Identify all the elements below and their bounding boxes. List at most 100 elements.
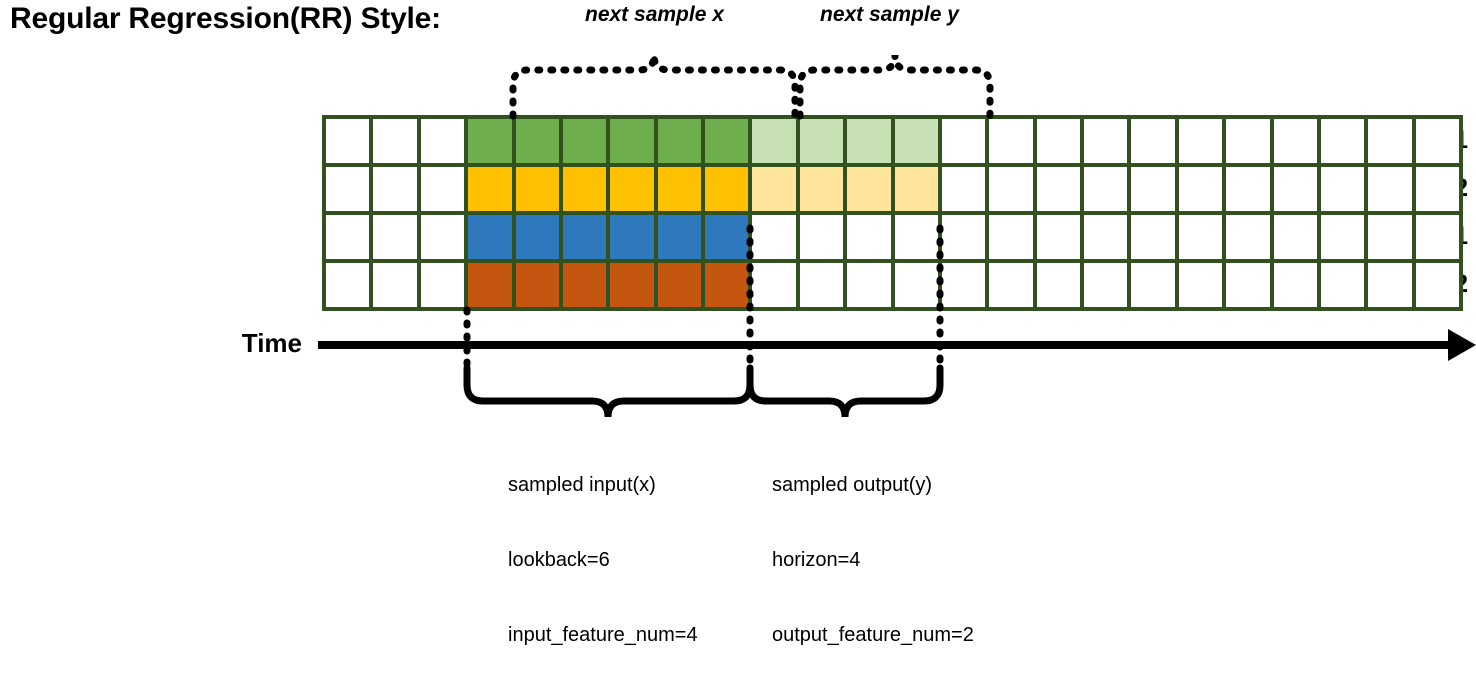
brace-sampled-output <box>746 364 944 418</box>
grid-cell <box>515 167 559 211</box>
grid-cell <box>610 167 654 211</box>
grid-cell <box>657 263 701 307</box>
grid-cell <box>1368 167 1412 211</box>
grid-cell <box>373 263 417 307</box>
grid-cell <box>799 167 844 211</box>
grid-cell <box>326 215 370 259</box>
grid-cell <box>420 119 465 163</box>
grid-cell <box>799 119 844 163</box>
grid-cell <box>1273 119 1317 163</box>
grid-cell <box>562 167 607 211</box>
grid-cell <box>989 263 1033 307</box>
note-sampled-input-line1: sampled input(x) <box>508 474 656 496</box>
grid-cell <box>1320 167 1365 211</box>
timeseries-grid <box>322 115 1463 311</box>
grid-cell <box>705 215 749 259</box>
grid-cell <box>1226 263 1270 307</box>
grid-cell <box>1226 167 1270 211</box>
grid-cell <box>562 215 607 259</box>
grid-cell <box>894 263 938 307</box>
grid-cell <box>989 119 1033 163</box>
grid-cell <box>610 263 654 307</box>
grid-cell <box>657 119 701 163</box>
note-sampled-output: sampled output(y) horizon=4 output_featu… <box>772 423 974 698</box>
grid-cell <box>1226 119 1270 163</box>
grid-cell <box>847 215 891 259</box>
grid-row <box>326 167 1459 211</box>
grid-cell <box>373 167 417 211</box>
grid-cell <box>705 167 749 211</box>
grid-cell <box>989 167 1033 211</box>
grid-cell <box>515 119 559 163</box>
time-axis-arrowhead <box>1448 329 1476 361</box>
grid-cell <box>1131 215 1175 259</box>
grid-row <box>326 119 1459 163</box>
grid-cell <box>1084 263 1128 307</box>
grid-cell <box>941 119 986 163</box>
grid-cell <box>610 215 654 259</box>
grid-cell <box>326 167 370 211</box>
grid-cell <box>752 119 796 163</box>
grid-cell <box>1036 119 1080 163</box>
axis-label-time: Time <box>241 328 302 358</box>
brace-next-sample-x <box>509 54 799 120</box>
note-sampled-output-line1: sampled output(y) <box>772 474 933 496</box>
grid-cell <box>468 263 512 307</box>
note-sampled-output-line3: output_feature_num=2 <box>772 624 974 646</box>
grid-cell <box>799 263 844 307</box>
grid-row <box>326 215 1459 259</box>
grid-cell <box>894 215 938 259</box>
grid-cell <box>1415 119 1459 163</box>
grid-cell <box>373 119 417 163</box>
note-sampled-input-line2: lookback=6 <box>508 549 610 571</box>
grid-cell <box>1131 167 1175 211</box>
grid-cell <box>1415 167 1459 211</box>
grid-cell <box>1178 119 1223 163</box>
grid-cell <box>1084 167 1128 211</box>
grid-cell <box>847 119 891 163</box>
grid-cell <box>468 167 512 211</box>
grid-cell <box>894 167 938 211</box>
grid-cell <box>1415 263 1459 307</box>
grid-cell <box>1320 215 1365 259</box>
grid-cell <box>373 215 417 259</box>
grid-cell <box>752 167 796 211</box>
grid-cell <box>468 215 512 259</box>
annotation-next-sample-y: next sample y <box>820 3 959 26</box>
grid-cell <box>799 215 844 259</box>
grid-cell <box>610 119 654 163</box>
grid-cell <box>1178 263 1223 307</box>
grid-cell <box>1320 119 1365 163</box>
annotation-next-sample-x: next sample x <box>585 3 724 26</box>
grid-cell <box>326 119 370 163</box>
grid-cell <box>941 263 986 307</box>
diagram-canvas: Regular Regression(RR) Style: next sampl… <box>10 2 1476 646</box>
grid-cell <box>1131 119 1175 163</box>
grid-cell <box>420 215 465 259</box>
grid-cell <box>1036 167 1080 211</box>
note-sampled-input: sampled input(x) lookback=6 input_featur… <box>508 423 698 698</box>
grid-cell <box>1178 167 1223 211</box>
brace-next-sample-y <box>796 54 994 120</box>
grid-cell <box>562 119 607 163</box>
grid-cell <box>1368 119 1412 163</box>
grid-cell <box>562 263 607 307</box>
grid-cell <box>1273 167 1317 211</box>
grid-cell <box>1084 119 1128 163</box>
note-sampled-input-line3: input_feature_num=4 <box>508 624 698 646</box>
grid-cell <box>1226 215 1270 259</box>
grid-cell <box>705 263 749 307</box>
grid-cell <box>705 119 749 163</box>
grid-cell <box>1415 215 1459 259</box>
grid-cell <box>941 215 986 259</box>
grid-cell <box>1273 215 1317 259</box>
grid-cell <box>420 263 465 307</box>
grid-cell <box>847 167 891 211</box>
page-title: Regular Regression(RR) Style: <box>10 2 441 35</box>
grid-cell <box>989 215 1033 259</box>
brace-sampled-input <box>463 364 754 418</box>
grid-row <box>326 263 1459 307</box>
grid-cell <box>1036 215 1080 259</box>
grid-cell <box>847 263 891 307</box>
grid-cell <box>1273 263 1317 307</box>
